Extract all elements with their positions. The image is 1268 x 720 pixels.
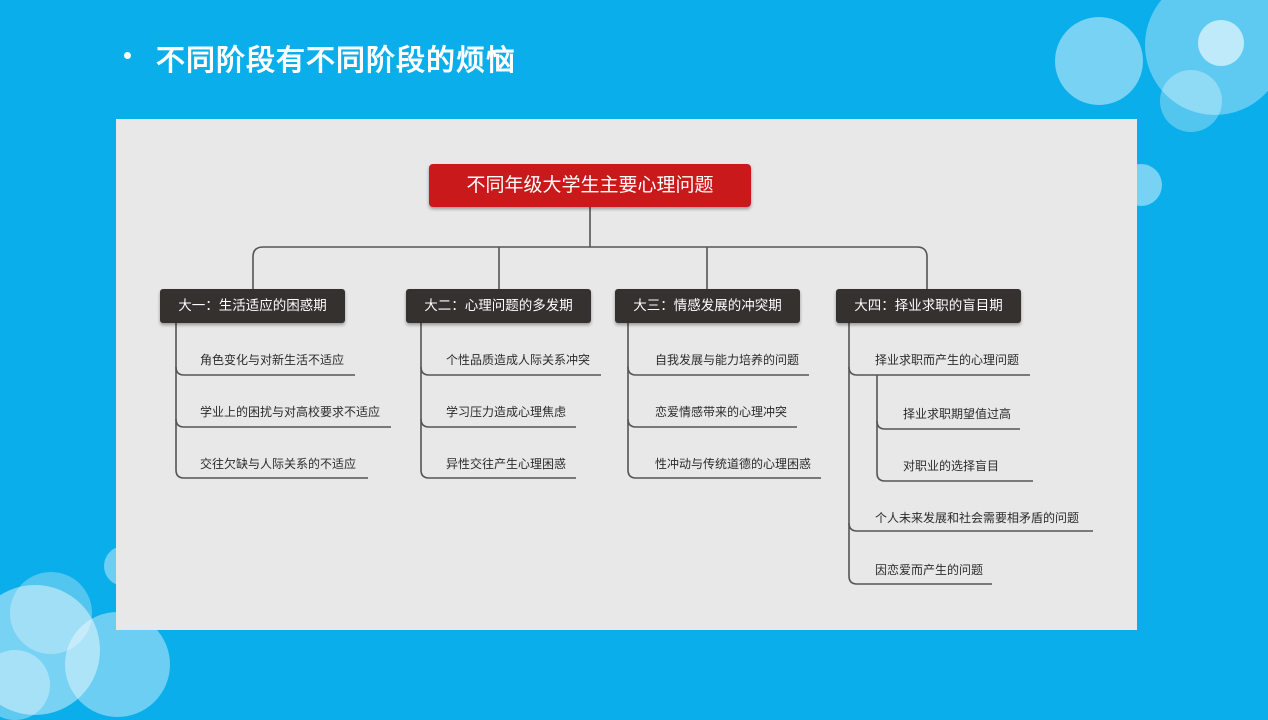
decorative-bubble — [1055, 17, 1143, 105]
mindmap-panel: 不同年级大学生主要心理问题 大一：生活适应的困惑期 大二：心理问题的多发期 大三… — [116, 119, 1137, 630]
category-sophomore: 大二：心理问题的多发期 — [406, 289, 591, 323]
leaf-item: 自我发展与能力培养的问题 — [655, 353, 800, 367]
leaf-subitem: 择业求职期望值过高 — [903, 407, 1012, 421]
decorative-bubble — [1198, 20, 1244, 66]
decorative-bubble — [0, 585, 100, 715]
category-junior: 大三：情感发展的冲突期 — [615, 289, 800, 323]
leaf-item: 学习压力造成心理焦虑 — [446, 405, 567, 419]
title-bullet — [124, 52, 131, 59]
leaf-subitem: 对职业的选择盲目 — [903, 459, 1000, 473]
leaf-item: 异性交往产生心理困惑 — [446, 457, 567, 471]
leaf-item: 角色变化与对新生活不适应 — [200, 353, 345, 367]
leaf-item: 性冲动与传统道德的心理困惑 — [655, 457, 812, 471]
root-node: 不同年级大学生主要心理问题 — [429, 164, 751, 207]
category-senior: 大四：择业求职的盲目期 — [836, 289, 1021, 323]
leaf-item: 学业上的困扰与对高校要求不适应 — [200, 405, 381, 419]
category-freshman: 大一：生活适应的困惑期 — [160, 289, 345, 323]
decorative-bubble — [10, 572, 92, 654]
leaf-item: 个性品质造成人际关系冲突 — [446, 353, 591, 367]
leaf-item: 恋爱情感带来的心理冲突 — [655, 405, 788, 419]
leaf-item: 个人未来发展和社会需要相矛盾的问题 — [875, 511, 1080, 525]
leaf-item: 因恋爱而产生的问题 — [875, 563, 984, 577]
leaf-item: 交往欠缺与人际关系的不适应 — [200, 457, 357, 471]
decorative-bubble — [1160, 70, 1222, 132]
connector-lines — [175, 207, 1093, 585]
slide-title: 不同阶段有不同阶段的烦恼 — [156, 43, 517, 77]
leaf-item: 择业求职而产生的心理问题 — [875, 353, 1020, 367]
